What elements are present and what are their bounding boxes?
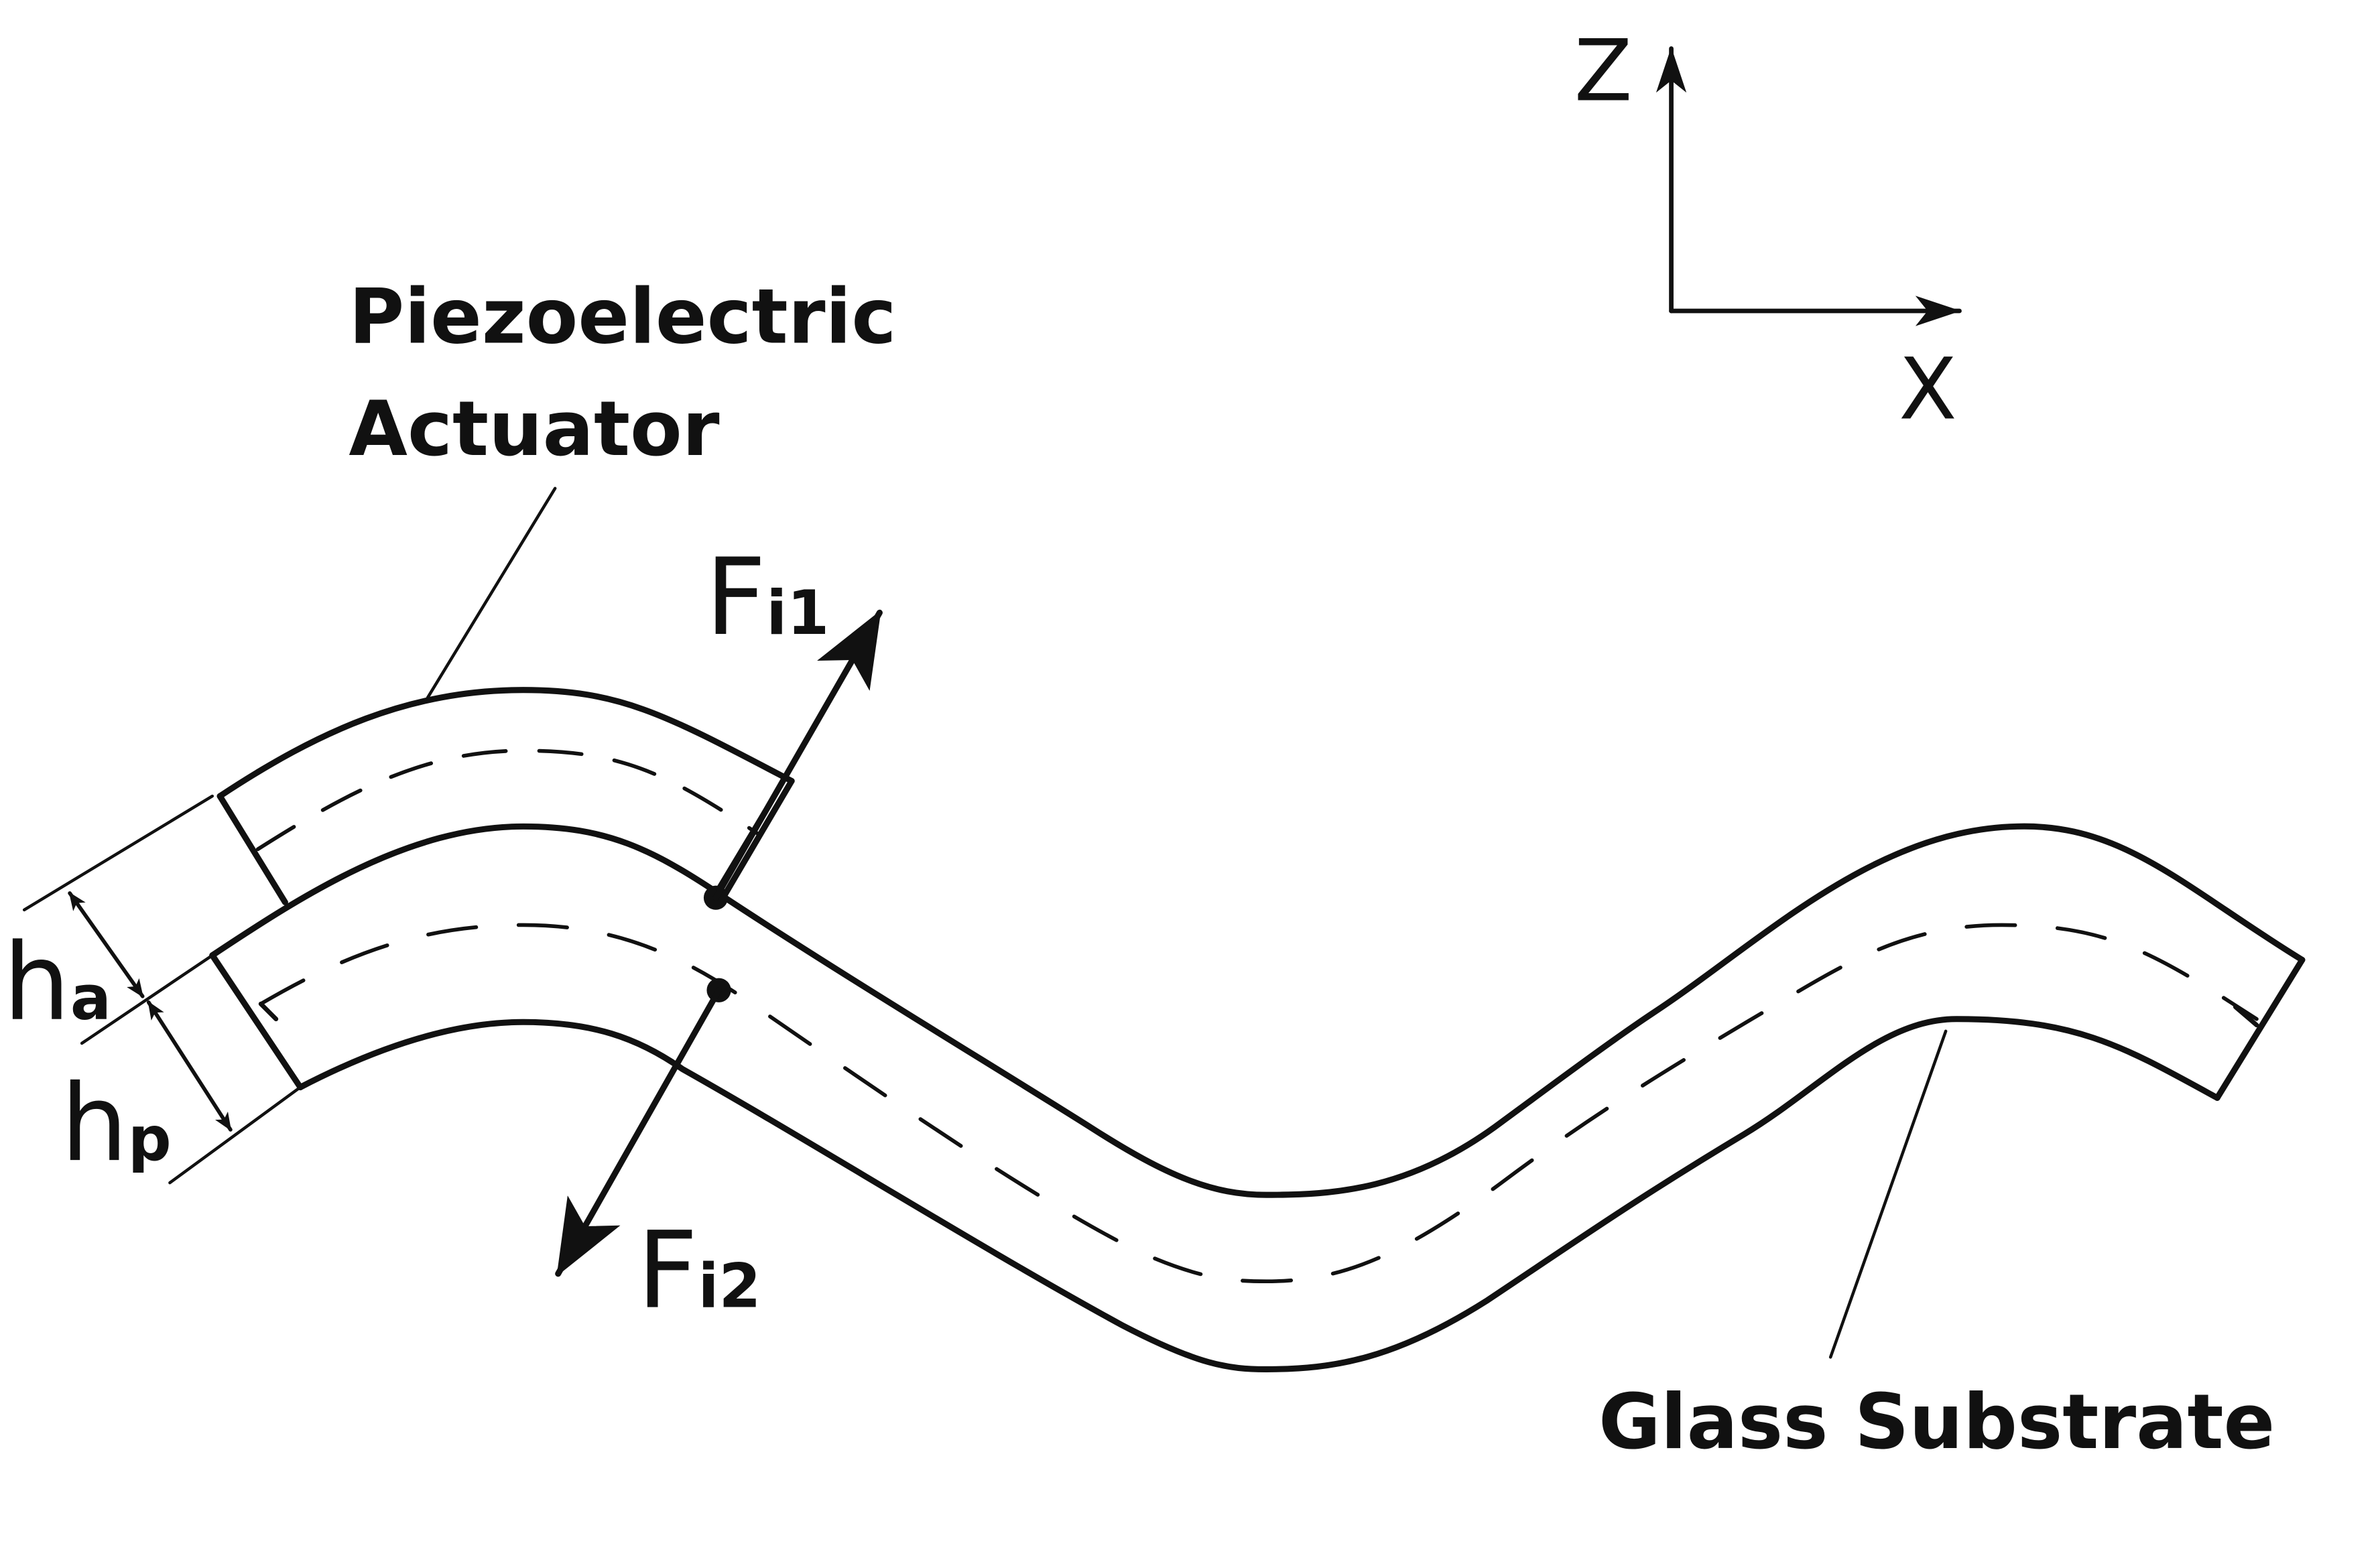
force-fi1: Fi1: [703, 536, 883, 910]
ha-dimension-arrow: [68, 891, 145, 998]
substrate-bottom-edge: [297, 1016, 2220, 1372]
substrate-mid-dashed-line: [259, 923, 2259, 1284]
force-fi1-arrow: [712, 609, 883, 901]
piezoelectric-actuator: [216, 687, 795, 906]
coordinate-axes: Z X: [1574, 21, 1962, 439]
glass-substrate: [209, 823, 2306, 1372]
substrate-label: Glass Substrate: [1599, 1378, 2275, 1466]
ha-hp-extension-mid: [80, 954, 214, 1045]
ha-label: ha: [3, 921, 111, 1045]
substrate-right-end-tick: [2233, 1004, 2259, 1028]
actuator-left-end: [216, 793, 288, 906]
force-fi2: Fi2: [555, 978, 761, 1333]
ha-extension-top: [22, 794, 214, 912]
substrate-top-edge: [209, 823, 2306, 1198]
force-fi2-label: Fi2: [637, 1210, 761, 1333]
actuator-top-edge: [216, 687, 795, 799]
force-fi2-arrow: [555, 987, 723, 1277]
force-fi1-label: Fi1: [705, 536, 829, 659]
hp-dimension-arrow: [146, 1000, 233, 1132]
actuator-right-end-outer: [717, 777, 795, 906]
substrate-leader-line: [1828, 1029, 1948, 1359]
substrate-right-end: [2214, 956, 2306, 1101]
actuator-label-line1: Piezoelectric: [349, 273, 896, 361]
substrate-callout: Glass Substrate: [1599, 1029, 2275, 1466]
actuator-label-line2: Actuator: [349, 385, 719, 473]
z-axis-label: Z: [1574, 21, 1633, 120]
actuator-callout: Piezoelectric Actuator: [349, 273, 896, 700]
hp-extension-bottom: [168, 1086, 302, 1185]
actuator-leader-line: [426, 486, 557, 700]
hp-label: hp: [61, 1062, 172, 1185]
x-axis-label: X: [1899, 340, 1957, 439]
substrate-left-end-tick: [258, 1001, 279, 1022]
substrate-left-end: [209, 952, 304, 1091]
actuator-mid-dashed-line: [255, 748, 761, 852]
thickness-dimensions: ha hp: [3, 794, 302, 1185]
